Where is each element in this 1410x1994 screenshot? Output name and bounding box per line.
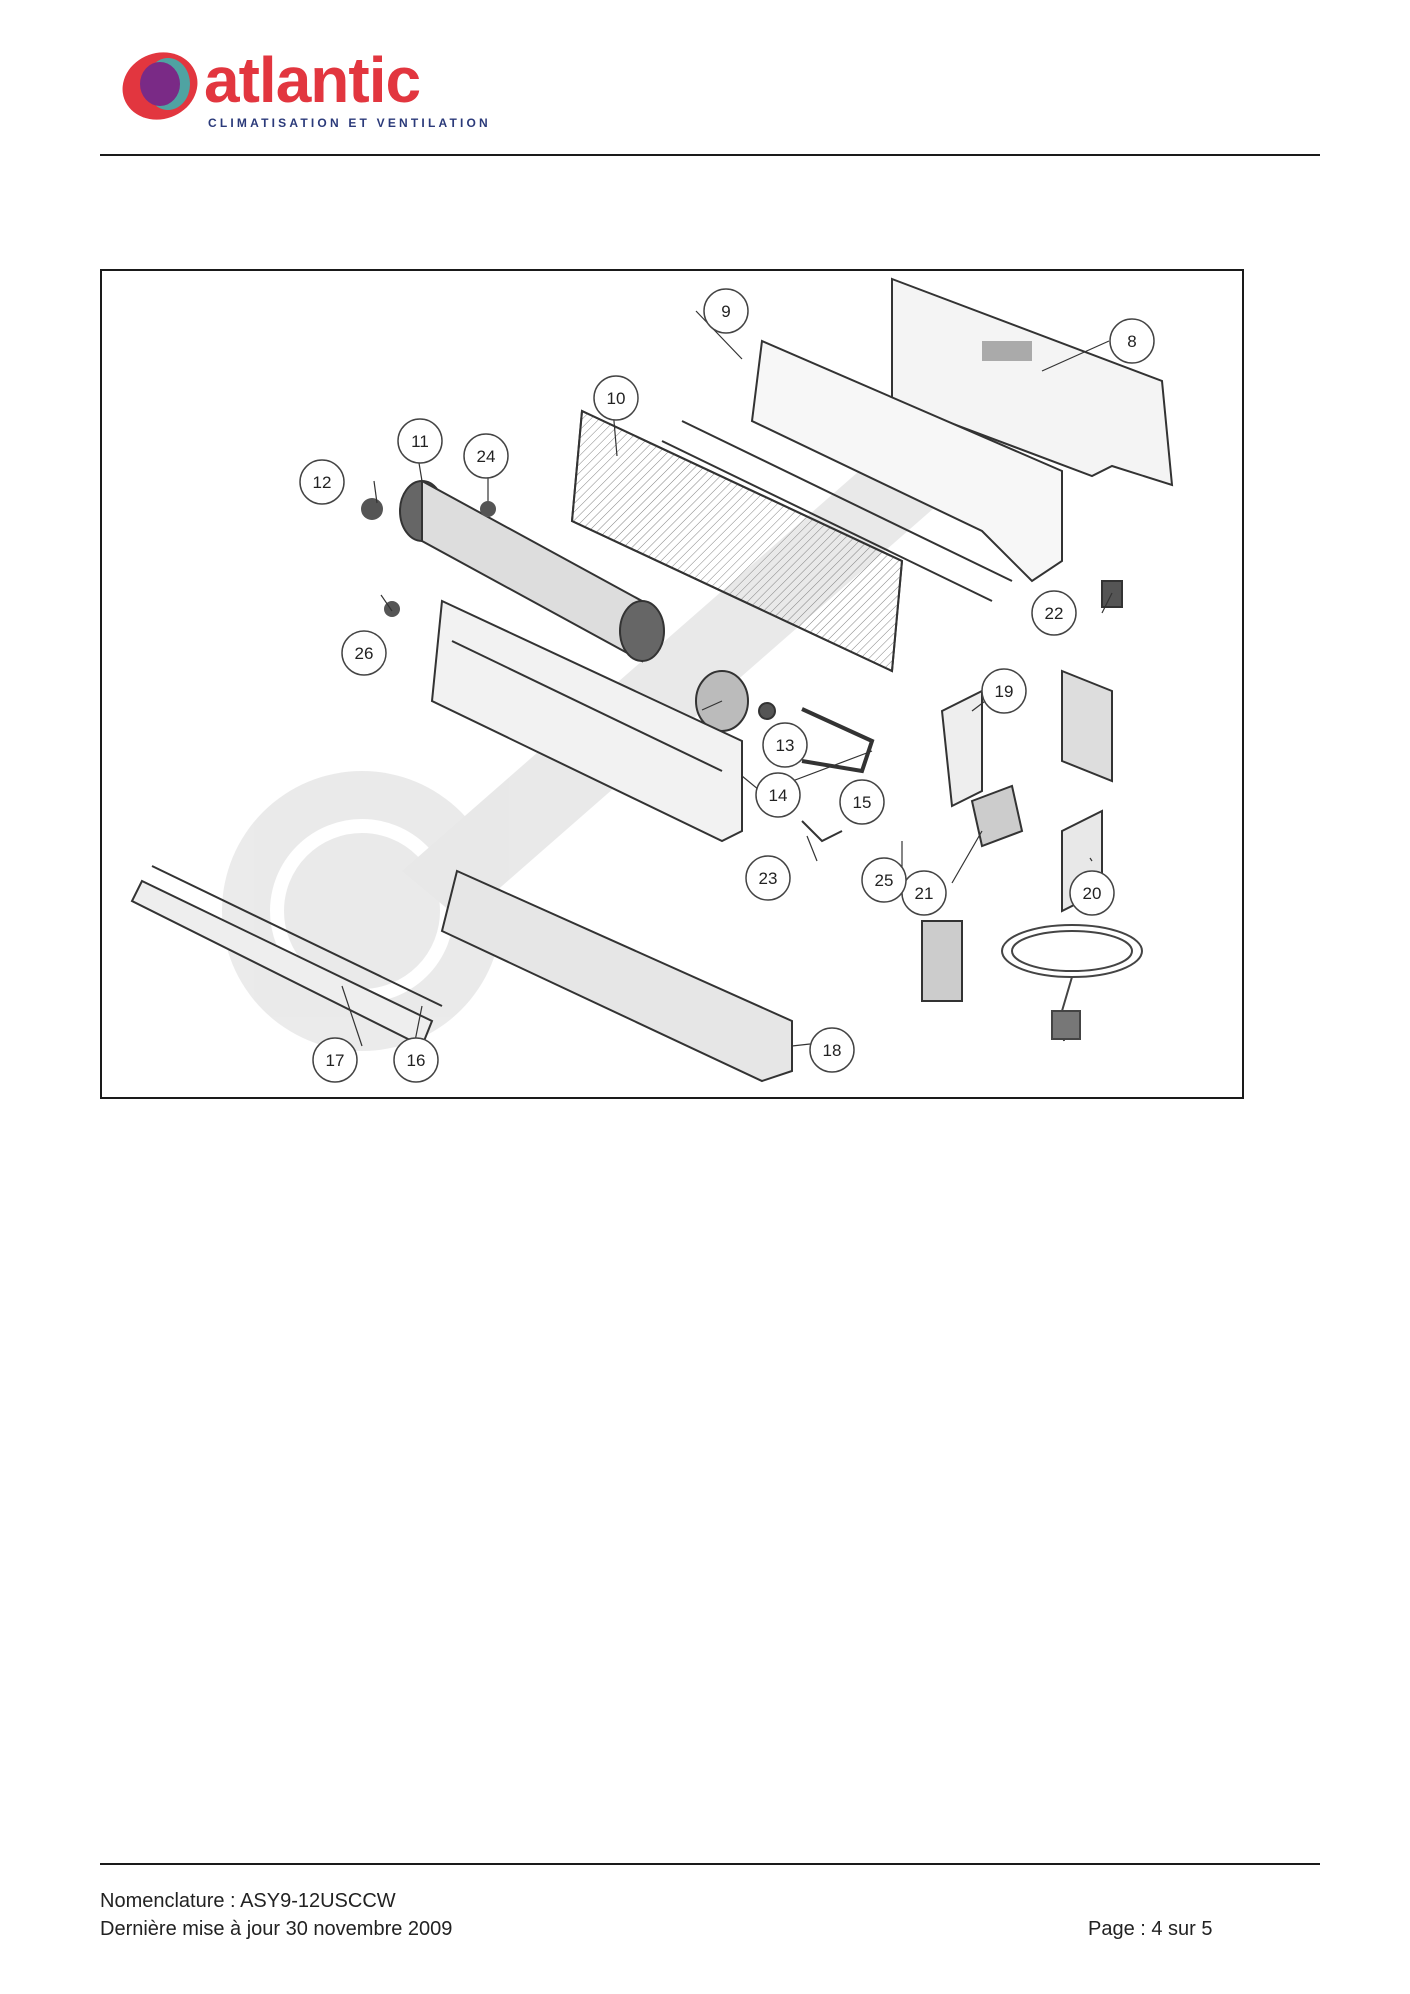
callout-circle — [839, 779, 885, 825]
callout-8: 8 — [1127, 332, 1136, 351]
exploded-view-drawing: 8 9 10 11 12 13 14 15 16 17 18 19 20 21 … — [130, 277, 1174, 1083]
footer-page-number: Page : 4 sur 5 — [1088, 1918, 1213, 1940]
callout-21: 21 — [915, 884, 934, 903]
callout-circle — [593, 375, 639, 421]
bearing-cap — [480, 501, 496, 517]
callout-circle — [703, 288, 749, 334]
callout-circle — [312, 1037, 358, 1083]
brand-wordmark: atlantic — [204, 44, 421, 116]
heat-exchanger — [570, 409, 904, 673]
callout-14: 14 — [769, 786, 788, 805]
power-cord — [1001, 924, 1143, 1042]
callout-20: 20 — [1083, 884, 1102, 903]
exploded-view-diagram: 8 9 10 11 12 13 14 15 16 17 18 19 20 21 … — [100, 269, 1244, 1099]
callout-25: 25 — [875, 871, 894, 890]
callout-circle — [809, 1027, 855, 1073]
crossflow-fan — [399, 479, 665, 663]
callout-23: 23 — [759, 869, 778, 888]
brand-logo: atlantic CLIMATISATION ET VENTILATION — [120, 46, 500, 136]
callout-circle — [393, 1037, 439, 1083]
callout-circle — [341, 630, 387, 676]
callout-circle — [1109, 318, 1155, 364]
callout-17: 17 — [326, 1051, 345, 1070]
fan-bearing — [361, 498, 383, 520]
callout-labels: 8 9 10 11 12 13 14 15 16 17 18 19 20 21 … — [313, 302, 1137, 1070]
callout-circle — [1031, 590, 1077, 636]
callout-circle — [299, 459, 345, 505]
callout-26: 26 — [355, 644, 374, 663]
bottom-casing — [440, 869, 793, 1083]
callout-16: 16 — [407, 1051, 426, 1070]
fan-motor — [695, 670, 776, 732]
drain-pipe — [801, 707, 875, 774]
main-body — [430, 599, 743, 843]
callout-19: 19 — [995, 682, 1014, 701]
callout-13: 13 — [776, 736, 795, 755]
callout-18: 18 — [823, 1041, 842, 1060]
callout-circle — [762, 722, 808, 768]
callouts — [299, 288, 1155, 1083]
control-box — [801, 580, 1123, 1002]
footer-last-updated: Dernière mise à jour 30 novembre 2009 — [100, 1918, 453, 1940]
callout-circle — [755, 772, 801, 818]
callout-22: 22 — [1045, 604, 1064, 623]
callout-circle — [861, 857, 907, 903]
callout-circle — [397, 418, 443, 464]
callout-10: 10 — [607, 389, 626, 408]
callout-24: 24 — [477, 447, 496, 466]
callout-12: 12 — [313, 473, 332, 492]
chassis-frame — [661, 339, 1063, 602]
callout-circle — [981, 668, 1027, 714]
callout-circle — [463, 433, 509, 479]
footer-divider — [100, 1863, 1320, 1865]
callout-circle — [745, 855, 791, 901]
brand-tagline: CLIMATISATION ET VENTILATION — [208, 116, 491, 130]
callout-circle — [1069, 870, 1115, 916]
callout-15: 15 — [853, 793, 872, 812]
footer-nomenclature: Nomenclature : ASY9-12USCCW — [100, 1890, 396, 1912]
header-divider — [100, 154, 1320, 156]
brand-logo-mark — [122, 52, 198, 120]
callout-9: 9 — [721, 302, 730, 321]
callout-11: 11 — [411, 432, 429, 451]
